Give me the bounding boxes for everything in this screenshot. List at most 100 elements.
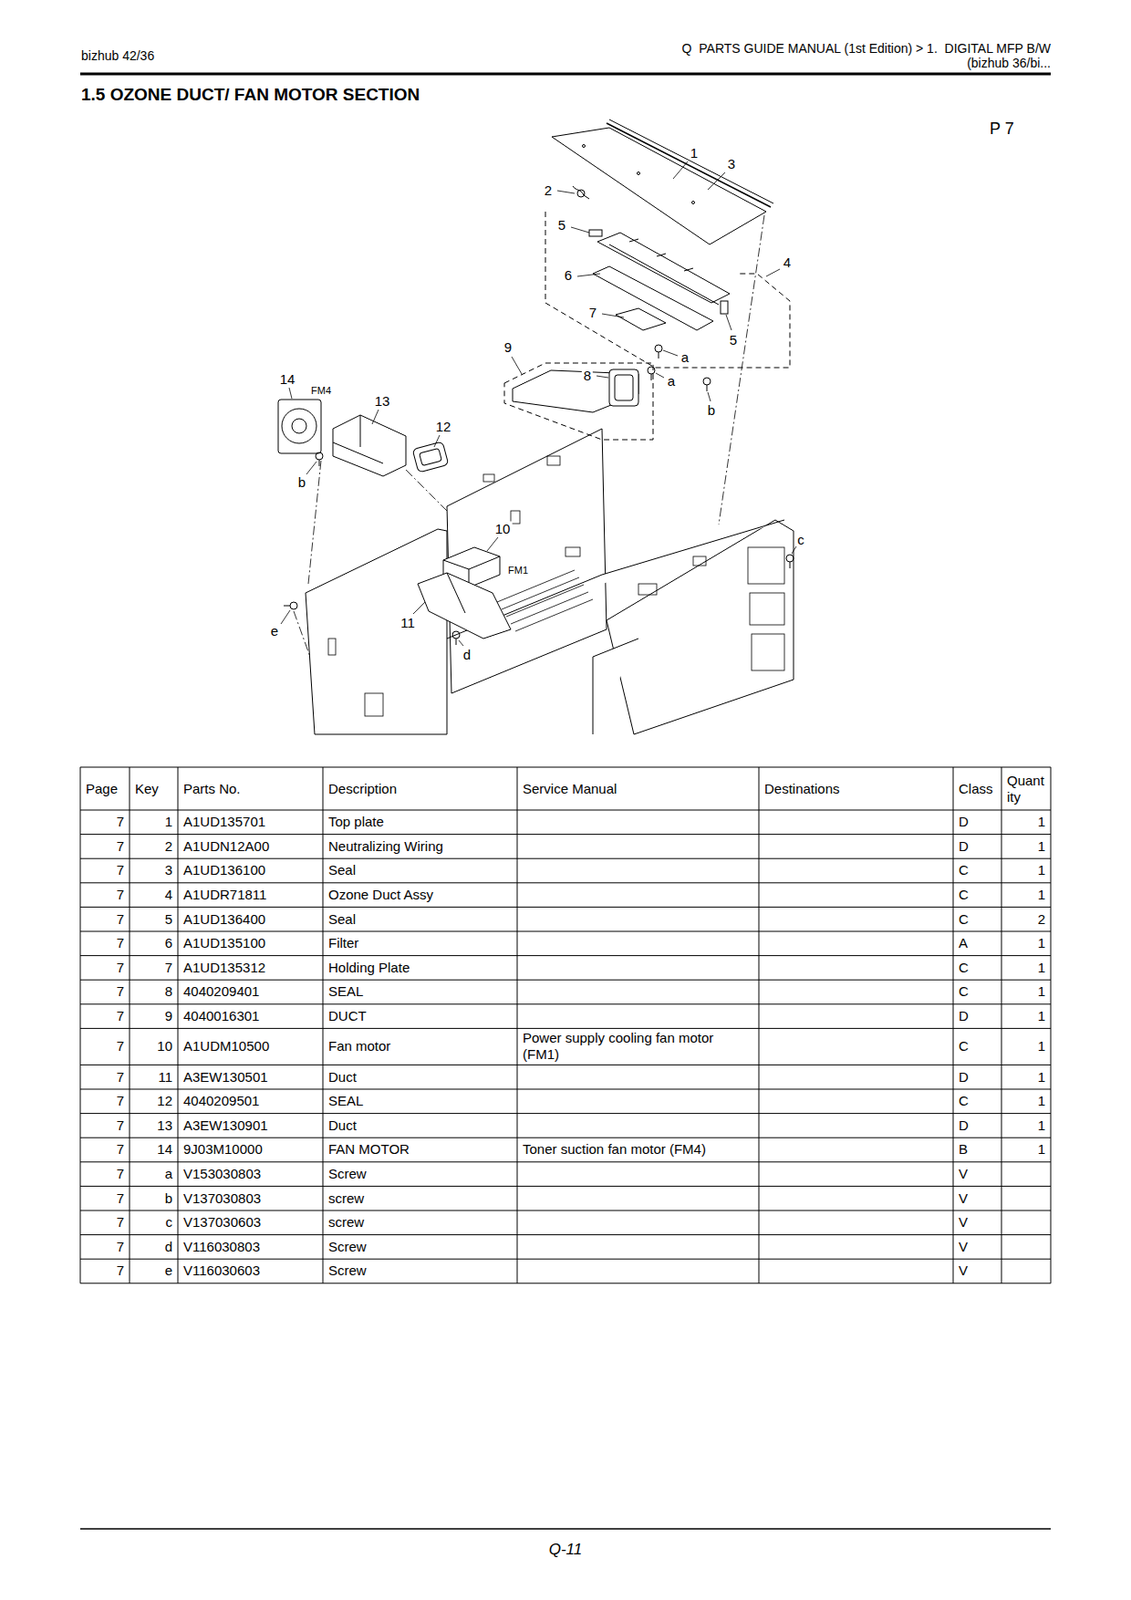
section-title: 1.5 OZONE DUCT/ FAN MOTOR SECTION	[81, 84, 420, 105]
table-rule	[80, 1282, 1051, 1284]
table-cell: Seal	[322, 858, 518, 883]
table-cell: 10	[129, 1027, 178, 1065]
table-cell: V153030803	[177, 1162, 323, 1187]
ozone-duct-assy	[545, 211, 790, 368]
table-cell: 1	[1001, 1089, 1051, 1114]
callout-number: 6	[562, 268, 574, 282]
table-cell: 7	[80, 1185, 130, 1211]
frame-panel	[606, 519, 794, 735]
table-cell: Filter	[322, 931, 518, 956]
table-rule	[1001, 767, 1003, 1284]
frame-detail	[693, 556, 706, 566]
table-cell: 11	[129, 1064, 178, 1090]
table-cell: 2	[1001, 906, 1051, 932]
table-cell: DUCT	[322, 1004, 518, 1029]
table-cell: 1	[1001, 955, 1051, 981]
callout-number: c	[795, 532, 807, 547]
table-cell: C	[953, 906, 1002, 932]
assembly-line	[293, 611, 311, 657]
table-cell: A	[953, 931, 1002, 956]
table-header: Page	[80, 767, 130, 810]
table-cell: 7	[80, 906, 130, 932]
page-number: Q-11	[549, 1540, 583, 1559]
motor-code: FM4	[309, 385, 333, 396]
fan-motor	[278, 399, 322, 454]
table-cell: 4040209501	[177, 1089, 323, 1114]
table-rule	[80, 809, 1051, 811]
table-rule	[80, 1064, 1051, 1066]
screw	[456, 638, 457, 645]
table-header: Quantity	[1001, 767, 1051, 810]
table-cell: 7	[80, 1004, 130, 1029]
table-cell: A3EW130501	[177, 1064, 323, 1090]
table-cell: Power supply cooling fan motor (FM1)	[517, 1027, 759, 1065]
top-plate	[692, 201, 696, 205]
table-rule	[80, 931, 1051, 933]
table-cell: c	[129, 1210, 178, 1235]
table-cell: a	[129, 1162, 178, 1187]
table-cell: V116030603	[177, 1258, 323, 1284]
table-rule	[80, 1185, 1051, 1187]
callout-number: a	[679, 350, 691, 364]
table-rule	[80, 767, 82, 1284]
frame-detail	[751, 633, 785, 671]
table-cell: Duct	[322, 1113, 518, 1139]
callout-number: 12	[434, 419, 454, 434]
frame-detail	[515, 599, 593, 632]
callout-number: 5	[727, 332, 739, 347]
table-cell: 4	[129, 882, 178, 908]
table-cell: Duct	[322, 1064, 518, 1090]
table-cell: SEAL	[322, 979, 518, 1005]
duct	[614, 374, 633, 401]
callout-number: 7	[587, 305, 599, 320]
screw	[319, 459, 321, 467]
leader-line	[726, 314, 732, 331]
frame-detail	[501, 577, 580, 610]
fan-motor	[332, 442, 384, 464]
leader-line	[655, 373, 665, 378]
table-cell: 7	[80, 979, 130, 1005]
table-cell: C	[953, 1089, 1002, 1114]
table-cell: A1UDN12A00	[177, 834, 323, 860]
frame-detail	[565, 547, 581, 557]
table-rule	[517, 767, 519, 1284]
screw	[651, 373, 653, 381]
neutralizing-wiring	[572, 186, 590, 199]
frame-panel	[592, 638, 639, 735]
rule-line	[80, 73, 1051, 1529]
table-cell: 1	[1001, 809, 1051, 835]
frame-detail	[747, 547, 785, 584]
callout-number: 13	[373, 394, 393, 408]
table-rule	[80, 1027, 1051, 1029]
callout-number: 11	[398, 615, 417, 630]
table-cell: 3	[129, 858, 178, 883]
fan-motor	[419, 447, 443, 466]
callout-number: b	[296, 475, 308, 489]
leader-line	[487, 537, 499, 551]
table-cell: V116030803	[177, 1234, 323, 1260]
frame-detail	[510, 591, 589, 624]
ozone-duct-assy	[589, 229, 602, 237]
table-cell: 5	[129, 906, 178, 932]
table-cell: 7	[80, 834, 130, 860]
table-cell: Screw	[322, 1234, 518, 1260]
table-cell: 4040016301	[177, 1004, 323, 1029]
assembly-line	[308, 460, 322, 584]
table-cell: 2	[129, 834, 178, 860]
table-cell: 7	[80, 1089, 130, 1114]
table-header: Class	[953, 767, 1002, 810]
screw	[786, 554, 794, 562]
table-cell: B	[953, 1137, 1002, 1163]
callout-number: 3	[726, 156, 737, 171]
table-cell: SEAL	[322, 1089, 518, 1114]
table-cell: screw	[322, 1210, 518, 1235]
frame-detail	[364, 693, 384, 716]
fan-motor	[360, 415, 362, 447]
table-cell: A1UD135701	[177, 809, 323, 835]
table-cell: 7	[80, 882, 130, 908]
leader-line	[280, 161, 797, 646]
ozone-duct-assy	[592, 266, 714, 331]
callout-number: d	[461, 647, 473, 662]
table-cell: Screw	[322, 1258, 518, 1284]
table-cell: C	[953, 882, 1002, 908]
